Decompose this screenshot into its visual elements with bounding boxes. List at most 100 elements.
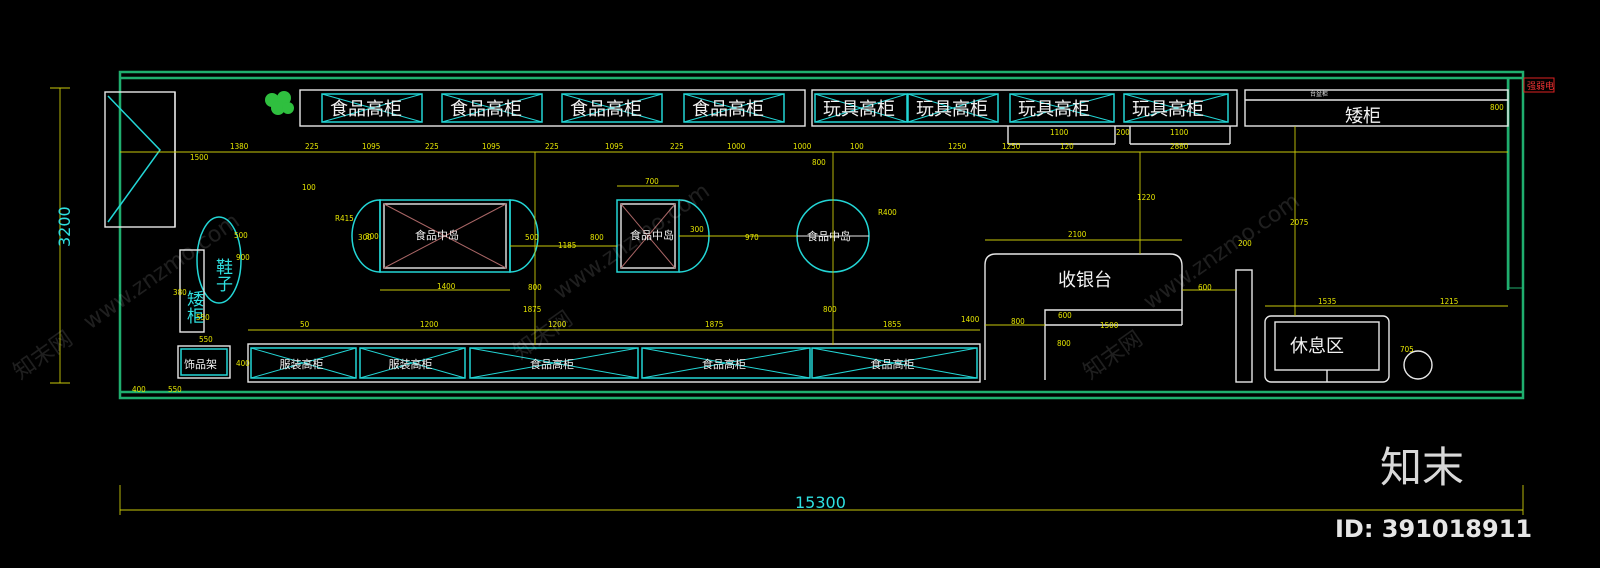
dimension-text: 1200 — [548, 320, 567, 329]
dimension-text: 300 — [365, 232, 379, 241]
left-low-cabinet — [179, 249, 205, 333]
dimension-text: R415 — [335, 214, 354, 223]
svg-text:知末网: 知末网 — [509, 307, 577, 365]
dimension-text: 550 — [168, 385, 182, 394]
bottom-cabinet: 服装高柜 — [250, 347, 357, 379]
tall-cabinet-label: 玩具高柜 — [1018, 99, 1090, 120]
dimension-text: 1380 — [230, 142, 249, 151]
bottom-cabinet: 服装高柜 — [359, 347, 466, 379]
dimension-text: 100 — [302, 183, 316, 192]
dimension-text: 400 — [132, 385, 146, 394]
island-label-3: 食品中岛 — [807, 229, 851, 243]
tall-cabinet-label: 食品高柜 — [692, 99, 764, 120]
dimension-text: 2880 — [1170, 142, 1189, 151]
dimension-text: 1185 — [558, 241, 576, 250]
low-cabinet-label: 矮柜 — [1345, 106, 1381, 127]
dimension-text: 1215 — [1440, 297, 1458, 306]
dimension-text: 600 — [1058, 311, 1072, 320]
svg-text:知末网: 知末网 — [9, 327, 77, 385]
entrance-door — [104, 91, 176, 228]
tall-cabinet: 玩具高柜 — [1009, 93, 1115, 123]
bottom-cabinet-label: 食品高柜 — [871, 357, 915, 371]
dimension-text: 800 — [823, 305, 837, 314]
dimension-text: 200 — [1116, 128, 1130, 137]
dimension-text: 225 — [545, 142, 559, 151]
dimension-text: 1000 — [793, 142, 812, 151]
dimension-text: 800 — [1011, 317, 1025, 326]
dimension-text: 1500 — [190, 153, 209, 162]
dimension-text: 1250 — [948, 142, 967, 151]
shoe-rack-label: 鞋子 — [212, 258, 233, 292]
dimension-text: 1095 — [605, 142, 623, 151]
dimension-text: 1095 — [362, 142, 380, 151]
tall-cabinet: 玩具高柜 — [814, 93, 908, 123]
dimension-text: 100 — [850, 142, 864, 151]
tall-cabinet: 食品高柜 — [441, 93, 543, 123]
dimension-text: 400 — [0, 0, 14, 2]
dimension-text: 500 — [525, 233, 539, 242]
dimension-text: 800 — [528, 283, 542, 292]
dimension-text: 1400 — [437, 282, 456, 291]
cashier-label: 收银台 — [1058, 270, 1112, 291]
dimension-text: 1500 — [1100, 321, 1119, 330]
bottom-cabinet-label: 服装高柜 — [389, 357, 433, 371]
rest-area-label: 休息区 — [1290, 336, 1344, 357]
overall-height: 3200 — [55, 206, 74, 247]
plant-icon — [265, 91, 294, 115]
tall-cabinet-row: 食品高柜食品高柜食品高柜食品高柜玩具高柜玩具高柜玩具高柜玩具高柜 — [321, 93, 1229, 123]
tall-cabinet-label: 食品高柜 — [330, 99, 402, 120]
bottom-cabinet-row: 服装高柜 服装高柜 食品高柜 食品高柜 食品高柜 — [250, 347, 978, 379]
power-box — [1523, 77, 1555, 93]
dimension-text: 2100 — [1068, 230, 1087, 239]
dimension-text: 705 — [1400, 345, 1414, 354]
dimension-text: 1200 — [420, 320, 439, 329]
dimension-text: 1095 — [482, 142, 500, 151]
dimension-text: 1875 — [523, 305, 541, 314]
bottom-cabinet-label: 食品高柜 — [530, 357, 574, 371]
dimension-text: 1250 — [1002, 142, 1021, 151]
dimension-text: 800 — [1057, 339, 1071, 348]
dimension-text: 1875 — [705, 320, 723, 329]
island-label-1: 食品中岛 — [415, 228, 459, 242]
tall-cabinet-label: 玩具高柜 — [823, 99, 895, 120]
dimension-text: 700 — [645, 177, 659, 186]
dimension-text: 2075 — [1290, 218, 1308, 227]
brand-logo: 知末 — [1380, 443, 1464, 492]
bottom-cabinet-label: 食品高柜 — [702, 357, 746, 371]
dimension-text: 400 — [236, 359, 250, 368]
image-id: ID: 391018911 — [1335, 515, 1532, 543]
dimension-text: 550 — [199, 335, 213, 344]
dimension-text: 900 — [236, 253, 250, 262]
dimension-text: 1100 — [1170, 128, 1189, 137]
svg-text:知末网: 知末网 — [1079, 327, 1147, 385]
dimension-text: 200 — [1238, 239, 1252, 248]
tall-cabinet-label: 食品高柜 — [450, 99, 522, 120]
dimension-text: 800 — [1490, 103, 1504, 112]
island-label-2: 食品中岛 — [630, 228, 674, 242]
tall-cabinet-label: 食品高柜 — [570, 99, 642, 120]
bottom-cabinet: 食品高柜 — [641, 347, 811, 379]
overall-width: 15300 — [795, 493, 846, 512]
dimension-text: 550 — [196, 313, 210, 322]
deco-rack — [177, 345, 231, 379]
dimension-text: R400 — [878, 208, 897, 217]
power-box-label: 强弱电 — [1527, 80, 1554, 92]
island-1 — [351, 199, 539, 273]
bottom-cabinet: 食品高柜 — [811, 347, 978, 379]
cashier-counter — [984, 253, 1183, 380]
outer-walls — [118, 70, 1525, 400]
bottom-cabinet-label: 服装高柜 — [280, 357, 324, 371]
dimension-text: 800 — [590, 233, 604, 242]
dimension-text: 300 — [358, 233, 372, 242]
tall-cabinet-label: 玩具高柜 — [1132, 99, 1204, 120]
tall-cabinet: 食品高柜 — [321, 93, 423, 123]
deco-rack-label: 饰品架 — [184, 357, 217, 371]
svg-text:www.znzmo.com: www.znzmo.com — [1139, 189, 1304, 315]
dimension-text: 225 — [305, 142, 319, 151]
bottom-cabinet: 食品高柜 — [469, 347, 639, 379]
dimension-text: 225 — [425, 142, 439, 151]
dimension-lines — [50, 87, 1524, 515]
dimension-text: 970 — [745, 233, 759, 242]
